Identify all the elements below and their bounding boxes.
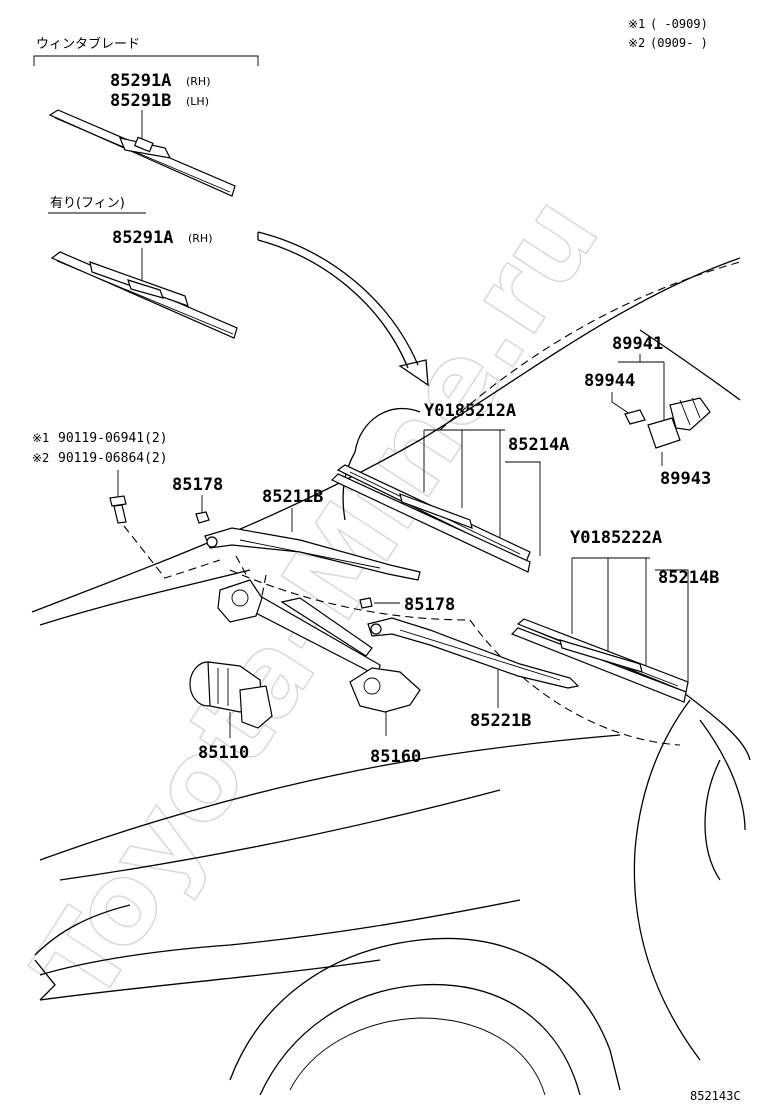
- label-85214A[interactable]: 85214A: [508, 435, 569, 455]
- applicability-notes: ※1 ( -0909) ※2 (0909- ): [628, 17, 708, 50]
- label-89943[interactable]: 89943: [660, 469, 711, 489]
- label-85160[interactable]: 85160: [370, 747, 421, 767]
- bolt-callouts: ※1 90119-06941(2) ※2 90119-06864(2): [32, 431, 221, 579]
- label-85291A[interactable]: 85291A: [110, 71, 171, 91]
- label-90119-06864[interactable]: 90119-06864(2): [58, 451, 168, 466]
- washer-nozzle-group: 89941 89944 89943: [584, 334, 711, 489]
- nut-mid: 85178: [359, 595, 455, 615]
- wiper-link-assembly: 85160: [217, 555, 421, 767]
- direction-arrow: [257, 231, 429, 387]
- label-85214B[interactable]: 85214B: [658, 568, 719, 588]
- wiper-blade-group: ウィンタブレード 85291A (RH) 85291B (LH): [33, 36, 259, 197]
- label-85291B[interactable]: 85291B: [110, 91, 171, 111]
- bolt1-mark: ※1: [32, 431, 49, 445]
- wiper-blade-Y0185212A: Y0185212A 85214A: [330, 401, 569, 573]
- bolt-icon: [109, 495, 127, 524]
- wiper-arm-85211B: 85211B: [204, 487, 421, 581]
- fin-blade-icon: [50, 251, 238, 339]
- label-lh: (LH): [186, 95, 209, 108]
- label-85291A-fin[interactable]: 85291A: [112, 228, 173, 248]
- watermark: Toyota-Mine.ru: [9, 174, 623, 1024]
- fin-blade-group: 有り(フィン) 85291A (RH): [48, 196, 238, 339]
- label-85211B[interactable]: 85211B: [262, 487, 323, 507]
- label-90119-06941[interactable]: 90119-06941(2): [58, 431, 168, 446]
- label-Y0185212A[interactable]: Y0185212A: [424, 401, 516, 421]
- wiper-motor-85110: 85110: [189, 661, 273, 763]
- note1-mark: ※1: [628, 17, 645, 31]
- bolt2-mark: ※2: [32, 451, 49, 465]
- wiper-blade-icon: [48, 109, 236, 197]
- note1-range: ( -0909): [650, 17, 708, 31]
- label-89944[interactable]: 89944: [584, 371, 635, 391]
- fin-title: 有り(フィン): [50, 196, 125, 211]
- label-rh: (RH): [186, 75, 211, 88]
- label-Y0185222A[interactable]: Y0185222A: [570, 528, 662, 548]
- nut-top: 85178: [172, 475, 223, 524]
- label-85110[interactable]: 85110: [198, 743, 249, 763]
- label-rh-fin: (RH): [188, 232, 213, 245]
- label-85178-top[interactable]: 85178: [172, 475, 223, 495]
- label-85221B[interactable]: 85221B: [470, 711, 531, 731]
- wiper-blade-title: ウィンタブレード: [36, 36, 140, 52]
- label-89941[interactable]: 89941: [612, 334, 663, 354]
- note2-range: (0909- ): [650, 36, 708, 50]
- note2-mark: ※2: [628, 36, 645, 50]
- figure-code: 852143C: [690, 1089, 741, 1103]
- car-body-outline: [31, 257, 751, 1096]
- wiper-arm-85221B: 85221B: [367, 617, 580, 731]
- wiper-blade-Y0185222A: Y0185222A 85214B: [510, 528, 719, 703]
- label-85178-mid[interactable]: 85178: [404, 595, 455, 615]
